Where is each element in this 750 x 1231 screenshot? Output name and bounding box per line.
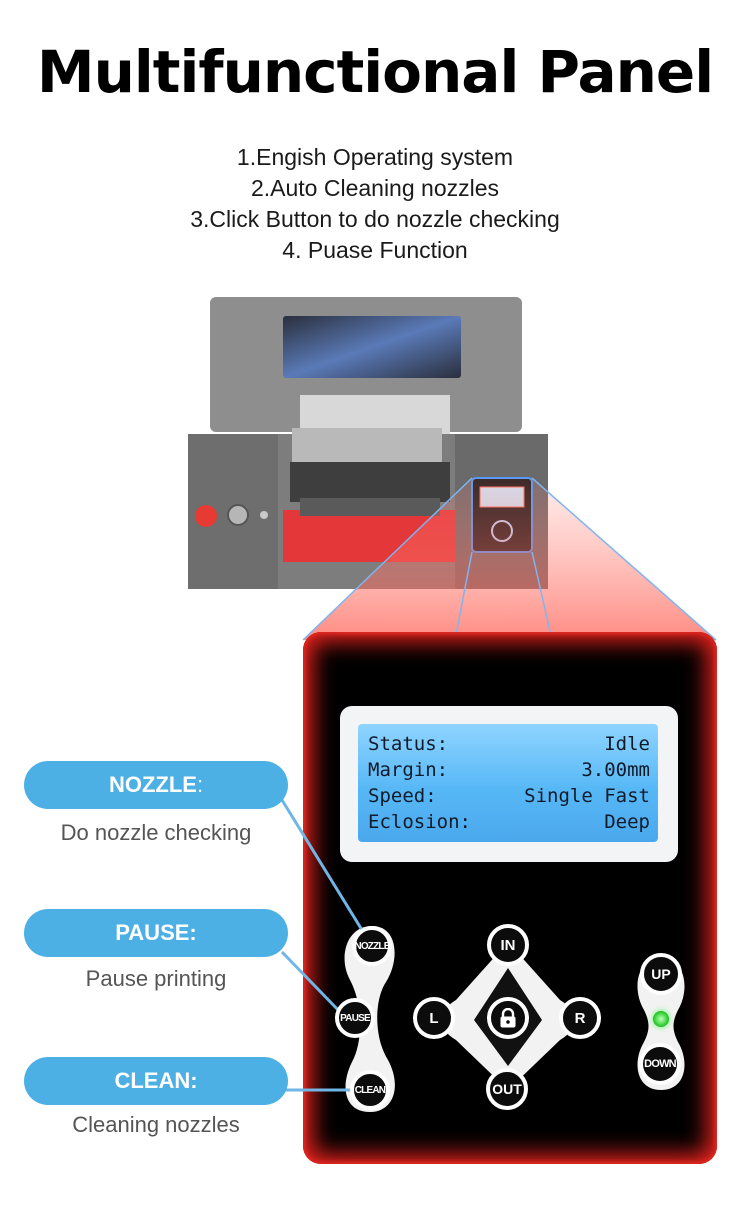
lcd-value: Single Fast [524, 785, 650, 807]
lcd-label: Eclosion: [368, 811, 471, 833]
clean-callout: CLEAN: [24, 1057, 288, 1105]
lcd-label: Speed: [368, 785, 437, 807]
lcd-row-eclosion: Eclosion: Deep [368, 809, 650, 835]
nozzle-callout: NOZZLE: [24, 761, 288, 809]
pause-callout: PAUSE: [24, 909, 288, 957]
callout-title: NOZZLE [108, 772, 197, 797]
callout-colon: : [189, 920, 197, 945]
callout-colon: : [190, 1068, 198, 1093]
feature-list: 1.Engish Operating system 2.Auto Cleanin… [0, 142, 750, 266]
lock-button[interactable] [487, 997, 529, 1039]
nozzle-button[interactable]: NOZZLE [352, 926, 392, 966]
lcd-screen: Status: Idle Margin: 3.00mm Speed: Singl… [358, 724, 658, 842]
lcd-row-speed: Speed: Single Fast [368, 783, 650, 809]
callout-title: PAUSE [115, 920, 190, 945]
nozzle-description: Do nozzle checking [60, 820, 252, 845]
lcd-value: 3.00mm [581, 759, 650, 781]
page-title: Multifunctional Panel [36, 38, 714, 106]
clean-button[interactable]: CLEAN [350, 1070, 390, 1110]
lcd-label: Status: [368, 733, 449, 755]
clean-description: Cleaning nozzles [72, 1112, 240, 1137]
status-led [653, 1011, 669, 1027]
pause-button[interactable]: PAUSE [335, 998, 375, 1038]
callout-title: CLEAN [114, 1068, 191, 1093]
lcd-row-margin: Margin: 3.00mm [368, 757, 650, 783]
lcd-label: Margin: [368, 759, 449, 781]
nozzle-callout-line [280, 799, 364, 931]
pause-description: Pause printing [85, 966, 227, 991]
right-button[interactable]: R [559, 997, 601, 1039]
pause-callout-line [280, 950, 344, 1016]
feature-item: 1.Engish Operating system [236, 144, 514, 170]
lcd-value: Deep [604, 811, 650, 833]
feature-item: 3.Click Button to do nozzle checking [190, 206, 560, 232]
lock-icon [500, 1008, 516, 1028]
feature-item: 2.Auto Cleaning nozzles [250, 175, 500, 201]
up-button[interactable]: UP [640, 953, 682, 995]
down-button[interactable]: DOWN [639, 1043, 681, 1085]
in-button[interactable]: IN [487, 924, 529, 966]
out-button[interactable]: OUT [486, 1068, 528, 1110]
lcd-row-status: Status: Idle [368, 731, 650, 757]
left-button[interactable]: L [413, 997, 455, 1039]
callout-colon: : [196, 772, 204, 797]
feature-item: 4. Puase Function [282, 237, 468, 263]
lcd-value: Idle [604, 733, 650, 755]
